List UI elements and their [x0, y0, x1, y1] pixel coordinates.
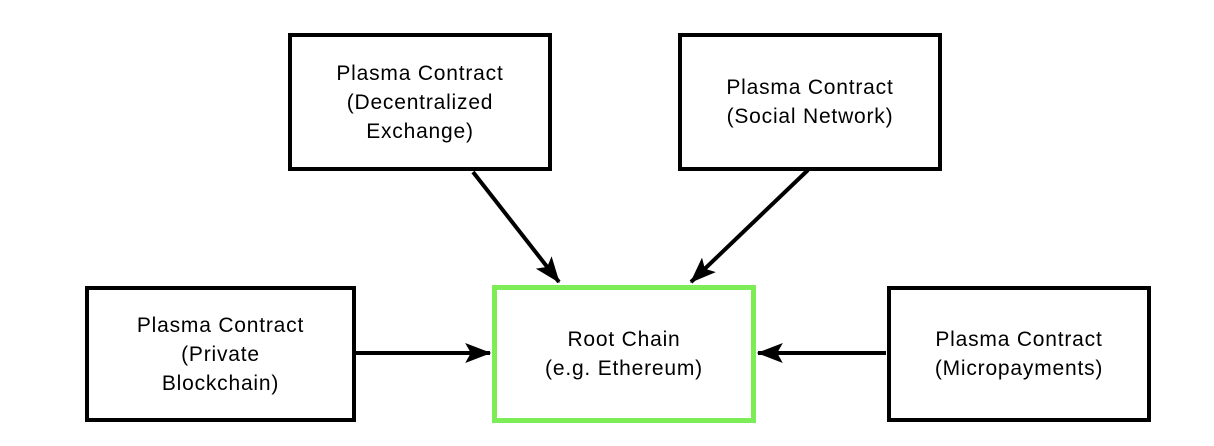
arrow-plasma-social-to-root-chain	[689, 168, 810, 284]
node-plasma-contract-social-network: Plasma Contract (Social Network)	[678, 33, 942, 171]
arrow-plasma-dex-to-root-chain	[471, 170, 561, 284]
node-plasma-contract-micropayments: Plasma Contract (Micropayments)	[887, 286, 1151, 422]
node-label: Root Chain (e.g. Ethereum)	[545, 328, 703, 380]
node-plasma-contract-private-blockchain: Plasma Contract (Private Blockchain)	[85, 286, 356, 422]
node-label: Plasma Contract (Micropayments)	[934, 328, 1104, 380]
node-plasma-contract-decentralized-exchange: Plasma Contract (Decentralized Exchange)	[288, 33, 552, 171]
node-label: Plasma Contract (Private Blockchain)	[136, 313, 305, 395]
node-root-chain: Root Chain (e.g. Ethereum)	[492, 285, 756, 423]
node-label: Plasma Contract (Decentralized Exchange)	[336, 61, 504, 143]
node-label: Plasma Contract (Social Network)	[726, 76, 894, 128]
